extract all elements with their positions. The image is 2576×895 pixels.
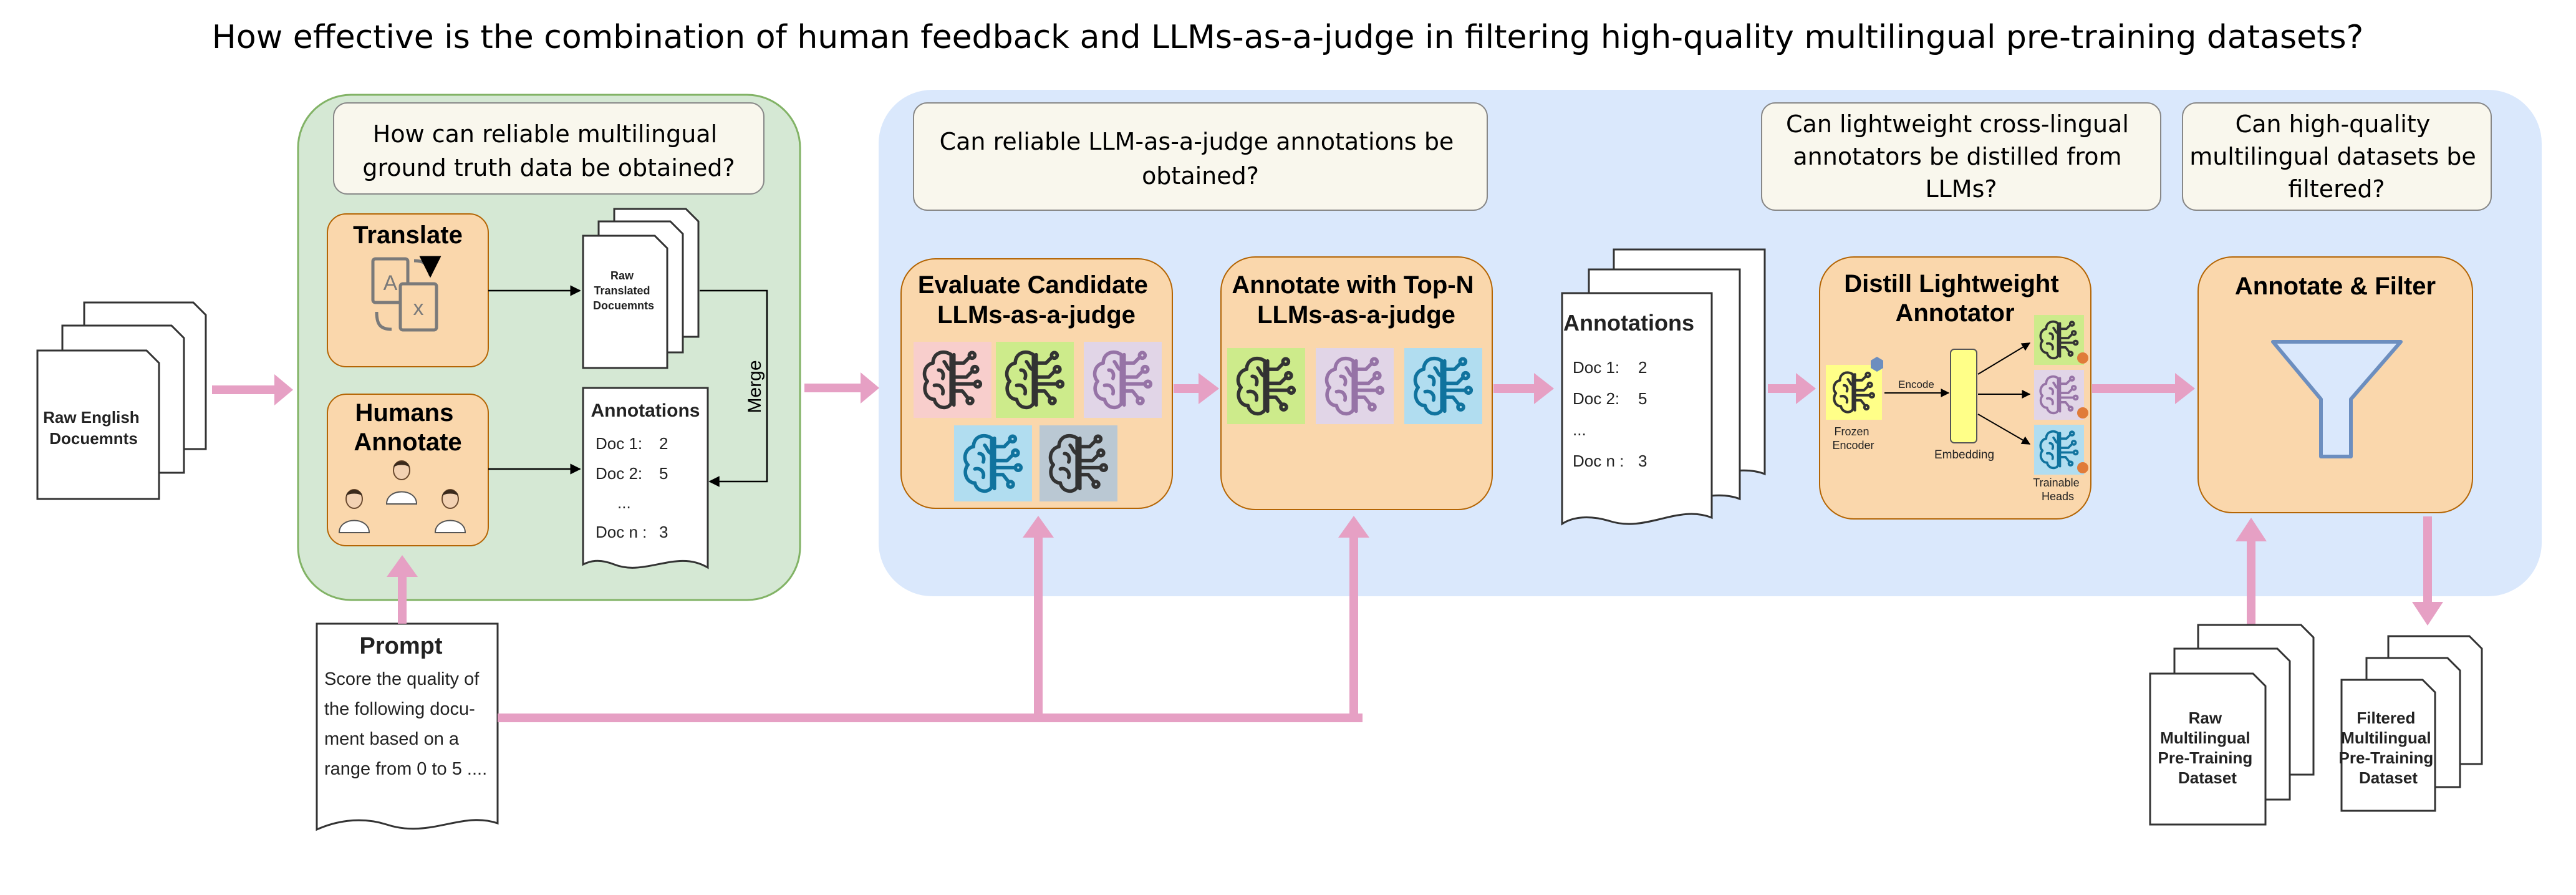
prompt-flow-arrows: [387, 516, 1369, 722]
svg-text:Score the quality of the: Score the quality of the following docu-…: [324, 669, 487, 779]
svg-text:Can lightweight cross-lingual: Can lightweight cross-lingual annotators…: [1786, 110, 2136, 203]
svg-text:2 5 3: 2 5 3: [1638, 358, 1652, 470]
svg-text:Distill Lightweight Annota: Distill Lightweight Annotator: [1844, 270, 2066, 327]
flow-arrow: [1768, 373, 1816, 404]
flow-arrow: [1174, 373, 1219, 404]
svg-text:How can reliable multilingual: How can reliable multilingual ground tru…: [362, 120, 735, 181]
svg-text:Humans Annotate: Humans Annotate: [354, 399, 461, 456]
translate-icon: A x: [371, 256, 441, 332]
svg-text:Prompt: Prompt: [360, 633, 443, 659]
flow-arrow: [804, 372, 879, 404]
distill-question: [1761, 102, 2161, 211]
prompt-document: Prompt Score the quality of the followin…: [316, 622, 499, 831]
ground-truth-annotations: Annotations Doc 1: Doc 2: ... Doc n : 2 …: [582, 387, 709, 569]
svg-text:Doc 1: Doc 2: ...: Doc 1: Doc 2: ... Doc n :: [596, 434, 647, 541]
svg-text:2 5 3: 2 5 3: [659, 434, 673, 541]
raw-english-documents: Raw English Docuemnts: [36, 301, 207, 500]
svg-text:Raw Translated Doc: Raw Translated Docuemnts: [593, 269, 654, 312]
svg-text:Evaluate Candidate LLMs-as: Evaluate Candidate LLMs-as-a-judge: [918, 271, 1155, 329]
svg-text:Annotations: Annotations: [591, 400, 700, 421]
svg-text:Annotate & Filter: Annotate & Filter: [2235, 273, 2436, 300]
svg-text:Trainable Heads: Trainable Heads: [2033, 477, 2082, 503]
svg-text:Embedding: Embedding: [1934, 448, 1994, 462]
svg-text:Frozen Encoder: Frozen Encoder: [1832, 425, 1874, 452]
translated-documents: Raw Translated Docuemnts: [582, 208, 700, 369]
svg-text:Doc 1: Doc 2: ...: Doc 1: Doc 2: ... Doc n :: [1573, 358, 1624, 470]
ground-truth-question: [333, 102, 765, 195]
translate-label: Translate: [353, 221, 463, 249]
filter-question: [2182, 102, 2492, 211]
svg-text:x: x: [413, 296, 424, 320]
svg-text:Can reliable LLM-as-a-judge an: Can reliable LLM-as-a-judge annotations …: [940, 128, 1462, 190]
filtered-multilingual-dataset: Filtered Multilingual Pre-Training Datas…: [2339, 635, 2483, 812]
svg-text:Annotate with Top-N LLMs-a: Annotate with Top-N LLMs-as-a-judge: [1232, 271, 1480, 329]
merge-connector: [700, 289, 768, 487]
funnel-icon: [2271, 340, 2403, 458]
flow-arrow: [2412, 516, 2443, 626]
flow-arrow: [1493, 373, 1554, 404]
svg-text:Encode: Encode: [1898, 379, 1934, 390]
merge-label: Merge: [745, 360, 765, 413]
brain-icon: [1227, 348, 1482, 424]
flow-arrow: [2236, 518, 2267, 625]
raw-multilingual-dataset: Raw Multilingual Pre-Training Dataset: [2149, 624, 2315, 826]
llm-annotations: Annotations Doc 1: Doc 2: ... Doc n : 2 …: [1561, 248, 1766, 526]
raw-english-label: Raw English Docuemnts: [43, 408, 144, 448]
flow-arrow: [212, 374, 293, 405]
svg-text:A: A: [384, 271, 398, 295]
llm-judge-question: [913, 102, 1488, 211]
flow-arrow: [2092, 373, 2195, 404]
diagram-title: How effective is the combination of huma…: [212, 19, 2363, 56]
svg-text:Filtered Multilingual: Filtered Multilingual Pre-Training Datas…: [2339, 709, 2438, 787]
svg-text:Annotations: Annotations: [1563, 310, 1694, 336]
svg-text:Raw Multilingual P: Raw Multilingual Pre-Training Dataset: [2158, 709, 2257, 787]
brain-icon: [914, 342, 1162, 501]
svg-text:Can high-quality multiling: Can high-quality multilingual datasets b…: [2189, 110, 2484, 203]
distill-architecture: Frozen Encoder Encode Embedding Trainabl…: [1826, 315, 2088, 503]
